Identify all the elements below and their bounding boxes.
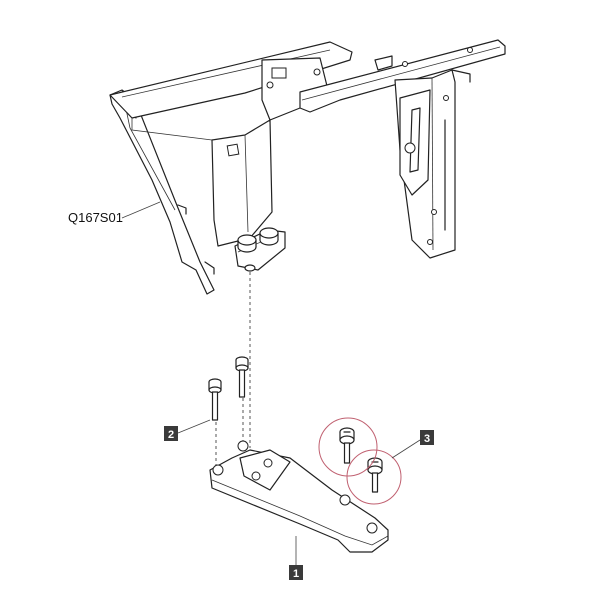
svg-text:3: 3 [424,433,430,445]
callout-1: 1 [289,536,303,580]
callout-3: 3 [391,430,434,459]
bolt-2-right [235,356,249,398]
highlight-circle-bolt-upper [318,417,378,477]
bolt-3-lower [367,457,383,493]
upper-bracket-assembly [109,39,506,295]
highlight-circle-bolt-lower [346,449,402,505]
nut-right [259,227,279,246]
bolt-2-left [208,378,222,421]
callout-2: 2 [164,419,211,441]
base-plate [209,440,389,553]
nut-left [237,234,257,253]
svg-text:2: 2 [168,429,174,441]
reference-code-label: Q167S01 [68,210,123,225]
bolt-3-upper [339,427,355,464]
svg-text:1: 1 [293,568,299,580]
reference-leader-line [121,201,161,219]
